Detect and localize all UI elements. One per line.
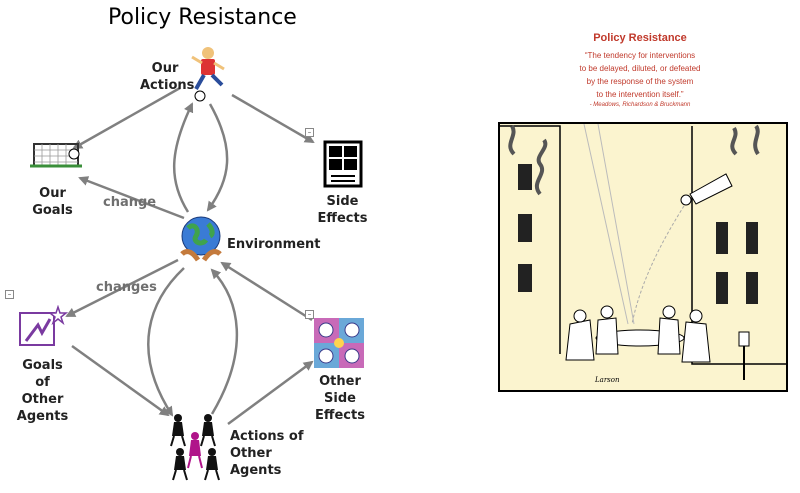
arrow-env-to-goals bbox=[78, 176, 185, 220]
arrow-other-side-effects-to-env bbox=[220, 261, 313, 322]
window-icon bbox=[323, 140, 363, 188]
arrow-other-actions-to-env bbox=[210, 268, 239, 415]
quote-line: to be delayed, diluted, or defeated bbox=[579, 64, 701, 73]
arrow-actions-to-env bbox=[206, 103, 229, 212]
arrow-env-to-other-actions bbox=[147, 267, 185, 417]
people-group-icon bbox=[170, 414, 220, 481]
node-label-other-side-effects: Other Side Effects bbox=[315, 374, 365, 423]
cartoon-image: Larson bbox=[498, 122, 788, 392]
edge-label-changes: changes bbox=[96, 280, 157, 295]
collapse-icon[interactable]: – bbox=[305, 310, 314, 319]
diagram-title: Policy Resistance bbox=[108, 5, 297, 30]
arrow-actions-to-side-effects bbox=[231, 93, 315, 144]
pattern-tile-icon bbox=[314, 318, 364, 368]
cartoon-drawing bbox=[500, 123, 786, 380]
node-label-our-actions: Our Actions bbox=[140, 61, 195, 93]
cartoon-signature: Larson bbox=[595, 376, 620, 384]
quote-line: “The tendency for interventions bbox=[584, 51, 696, 60]
arrow-env-to-actions bbox=[172, 102, 194, 213]
arrow-other-goals-to-other-actions bbox=[71, 344, 170, 417]
collapse-icon[interactable]: – bbox=[305, 128, 314, 137]
arrow-other-actions-to-other-side-effects bbox=[227, 360, 314, 426]
goal-star-icon bbox=[19, 305, 68, 346]
node-label-environment: Environment bbox=[227, 237, 321, 252]
panel-citation: - Meadows, Richardson & Bruckmann bbox=[589, 102, 691, 108]
node-label-goals-of-other-agents: Goals of Other Agents bbox=[16, 358, 69, 424]
node-label-side-effects: Side Effects bbox=[317, 194, 368, 226]
panel-quote: “The tendency for interventions to be de… bbox=[540, 49, 740, 101]
globe-hands-icon bbox=[180, 216, 222, 262]
soccer-player-icon bbox=[191, 47, 225, 102]
quote-line: to the intervention itself.” bbox=[596, 90, 684, 99]
node-label-actions-of-other-agents: Actions of Other Agents bbox=[230, 429, 304, 478]
edge-label-change: change bbox=[103, 195, 157, 210]
arrow-actions-to-goals bbox=[72, 86, 181, 150]
soccer-goal-icon bbox=[30, 143, 82, 168]
quote-line: by the response of the system bbox=[586, 77, 694, 86]
panel-title: Policy Resistance bbox=[593, 32, 687, 44]
arrow-env-to-other-goals bbox=[65, 258, 179, 318]
node-label-our-goals: Our Goals bbox=[32, 186, 73, 218]
collapse-icon[interactable]: – bbox=[5, 290, 14, 299]
